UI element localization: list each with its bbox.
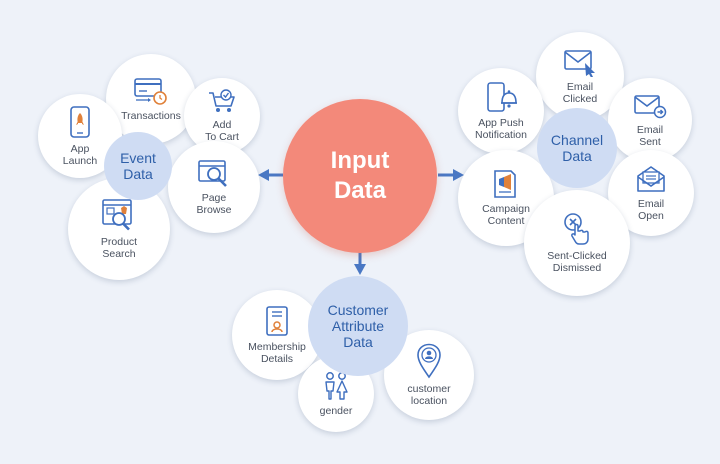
campaign-content-icon [494, 170, 516, 198]
product-search-label: Product Search [100, 236, 138, 260]
gender-icon [325, 372, 348, 400]
node-membership-details: Membership Details [232, 290, 322, 380]
category-channel-data: Channel Data [537, 108, 617, 188]
category-event-data: Event Data [104, 132, 172, 200]
add-to-cart-label: Add To Cart [205, 119, 239, 143]
membership-card-icon [266, 306, 288, 336]
center-input-data: Input Data [283, 99, 437, 253]
transactions-label: Transactions [121, 110, 181, 122]
transactions-icon [134, 78, 167, 105]
input-data-label: Input Data [330, 147, 390, 204]
email-clicked-label: Email Clicked [562, 81, 598, 105]
product-search-icon [102, 199, 132, 231]
location-pin-icon [417, 343, 441, 379]
email-open-icon [637, 166, 665, 192]
app-push-notification-icon [487, 82, 517, 112]
app-push-label: App Push Notification [475, 117, 527, 141]
email-sent-label: Email Sent [636, 124, 664, 148]
arrow-down-icon [354, 252, 366, 275]
node-customer-location: customer location [384, 330, 474, 420]
arrow-left-icon [258, 169, 283, 181]
node-page-browse: Page Browse [168, 141, 260, 233]
sent-clicked-dismissed-label: Sent-Clicked Dismissed [547, 250, 607, 274]
gender-label: gender [319, 405, 353, 417]
node-email-sent: Email Sent [608, 78, 692, 162]
node-app-push: App Push Notification [458, 68, 544, 154]
mobile-rocket-icon [70, 106, 90, 138]
email-sent-icon [634, 95, 667, 119]
node-sent-clicked-dismissed: Sent-Clicked Dismissed [524, 190, 630, 296]
arrow-right-icon [438, 169, 464, 181]
membership-details-label: Membership Details [248, 341, 306, 365]
app-launch-label: App Launch [62, 143, 98, 167]
dismiss-click-icon [564, 213, 589, 245]
email-clicked-icon [564, 50, 595, 77]
shopping-cart-icon [209, 89, 235, 112]
category-customer-attribute-data: Customer Attribute Data [308, 276, 408, 376]
email-open-label: Email Open [637, 198, 665, 222]
event-data-label: Event Data [120, 150, 156, 182]
customer-attribute-data-label: Customer Attribute Data [327, 302, 389, 350]
page-browse-label: Page Browse [196, 192, 232, 216]
campaign-content-label: Campaign Content [482, 203, 530, 227]
customer-location-label: customer location [407, 383, 451, 407]
channel-data-label: Channel Data [550, 132, 604, 164]
page-browse-icon [198, 160, 227, 187]
